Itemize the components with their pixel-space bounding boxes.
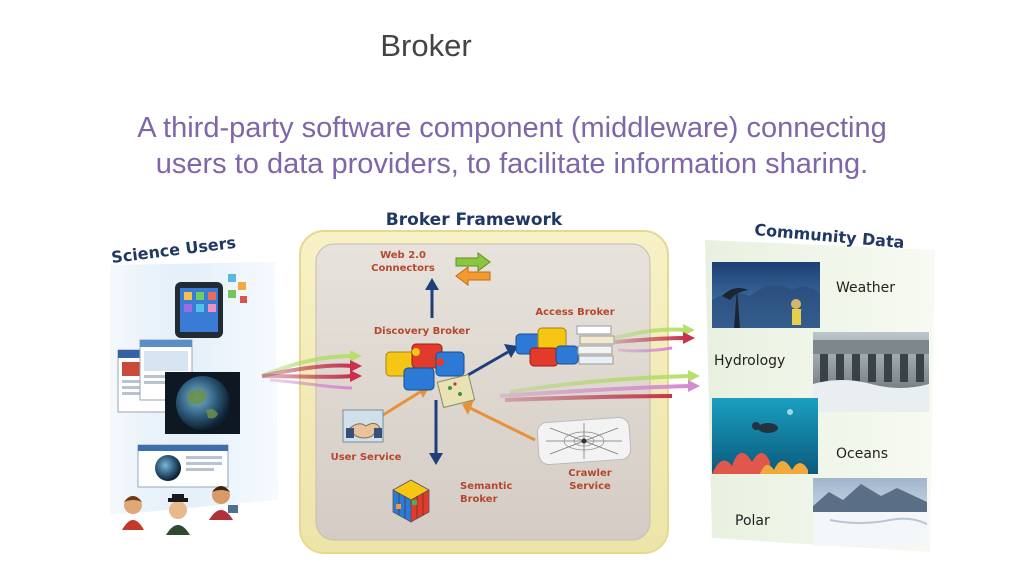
map-app-thumbnail [137, 444, 229, 488]
semantic-broker-label-line1: Semantic [460, 481, 512, 492]
broker-framework-label: Broker Framework [386, 210, 563, 230]
users-to-broker-flow [261, 350, 362, 390]
subtitle-line-2: users to data providers, to facilitate i… [155, 148, 869, 180]
user-avatar-1 [122, 496, 144, 530]
earth-globe-icon [165, 372, 240, 434]
hub-to-semantic-arrow [429, 400, 443, 465]
hub-to-access-arrow [467, 344, 518, 377]
broker-to-data-flow [499, 324, 700, 402]
access-broker-node: Access Broker [515, 307, 615, 367]
discovery-broker-node: Discovery Broker [374, 326, 476, 409]
rubiks-cube-icon [392, 479, 430, 523]
user-avatar-2 [166, 494, 190, 535]
tablet-icon [175, 282, 223, 338]
subtitle-line-1: A third-party software component (middle… [137, 112, 887, 144]
semantic-broker-label-line2: Broker [460, 494, 498, 505]
handshake-icon [342, 409, 384, 443]
hydrology-tile: Hydrology [714, 332, 929, 412]
community-data-panel: Community Data Weather Hydrology [705, 220, 935, 552]
access-puzzle-icon [515, 327, 579, 367]
sync-arrows-icon [455, 252, 491, 286]
oceans-label: Oceans [836, 446, 888, 462]
web-connectors-label-line2: Connectors [371, 263, 435, 274]
semantic-broker-node: Semantic Broker [392, 479, 512, 523]
polar-tile: Polar [735, 478, 928, 546]
slide-subtitle: A third-party software component (middle… [40, 110, 984, 182]
spider-web-icon [536, 417, 632, 465]
user-avatar-3 [209, 486, 238, 520]
crawler-to-hub-arrow [462, 400, 536, 442]
framework-inner-panel [315, 243, 651, 541]
web-connectors-node: Web 2.0 Connectors [371, 250, 491, 286]
oceans-tile: Oceans [712, 398, 888, 474]
discovery-broker-label: Discovery Broker [374, 326, 470, 337]
discovery-to-connectors-arrow [425, 278, 439, 318]
science-users-panel: Science Users [110, 233, 278, 535]
crawler-service-node: Crawler Service [536, 417, 632, 492]
hydrology-label: Hydrology [714, 353, 785, 369]
weather-tile: Weather [712, 262, 895, 328]
puzzle-pieces-icon [385, 343, 465, 391]
crawler-service-label-line2: Service [569, 481, 611, 492]
crawler-service-label-line1: Crawler [568, 468, 611, 479]
web-connectors-label-line1: Web 2.0 [380, 250, 426, 261]
access-broker-label: Access Broker [535, 307, 614, 318]
slide-title: Broker [380, 28, 472, 63]
app-icons [228, 274, 247, 303]
user-avatars [122, 486, 238, 535]
document-stack-icon [576, 325, 615, 365]
weather-label: Weather [836, 280, 895, 296]
user-service-node: User Service [331, 409, 402, 463]
science-users-label: Science Users [110, 233, 237, 267]
map-tile-icon [436, 373, 476, 409]
broker-framework: Broker Framework Web 2.0 Connectors [299, 210, 669, 554]
polar-label: Polar [735, 513, 770, 529]
user-service-label: User Service [331, 452, 402, 463]
